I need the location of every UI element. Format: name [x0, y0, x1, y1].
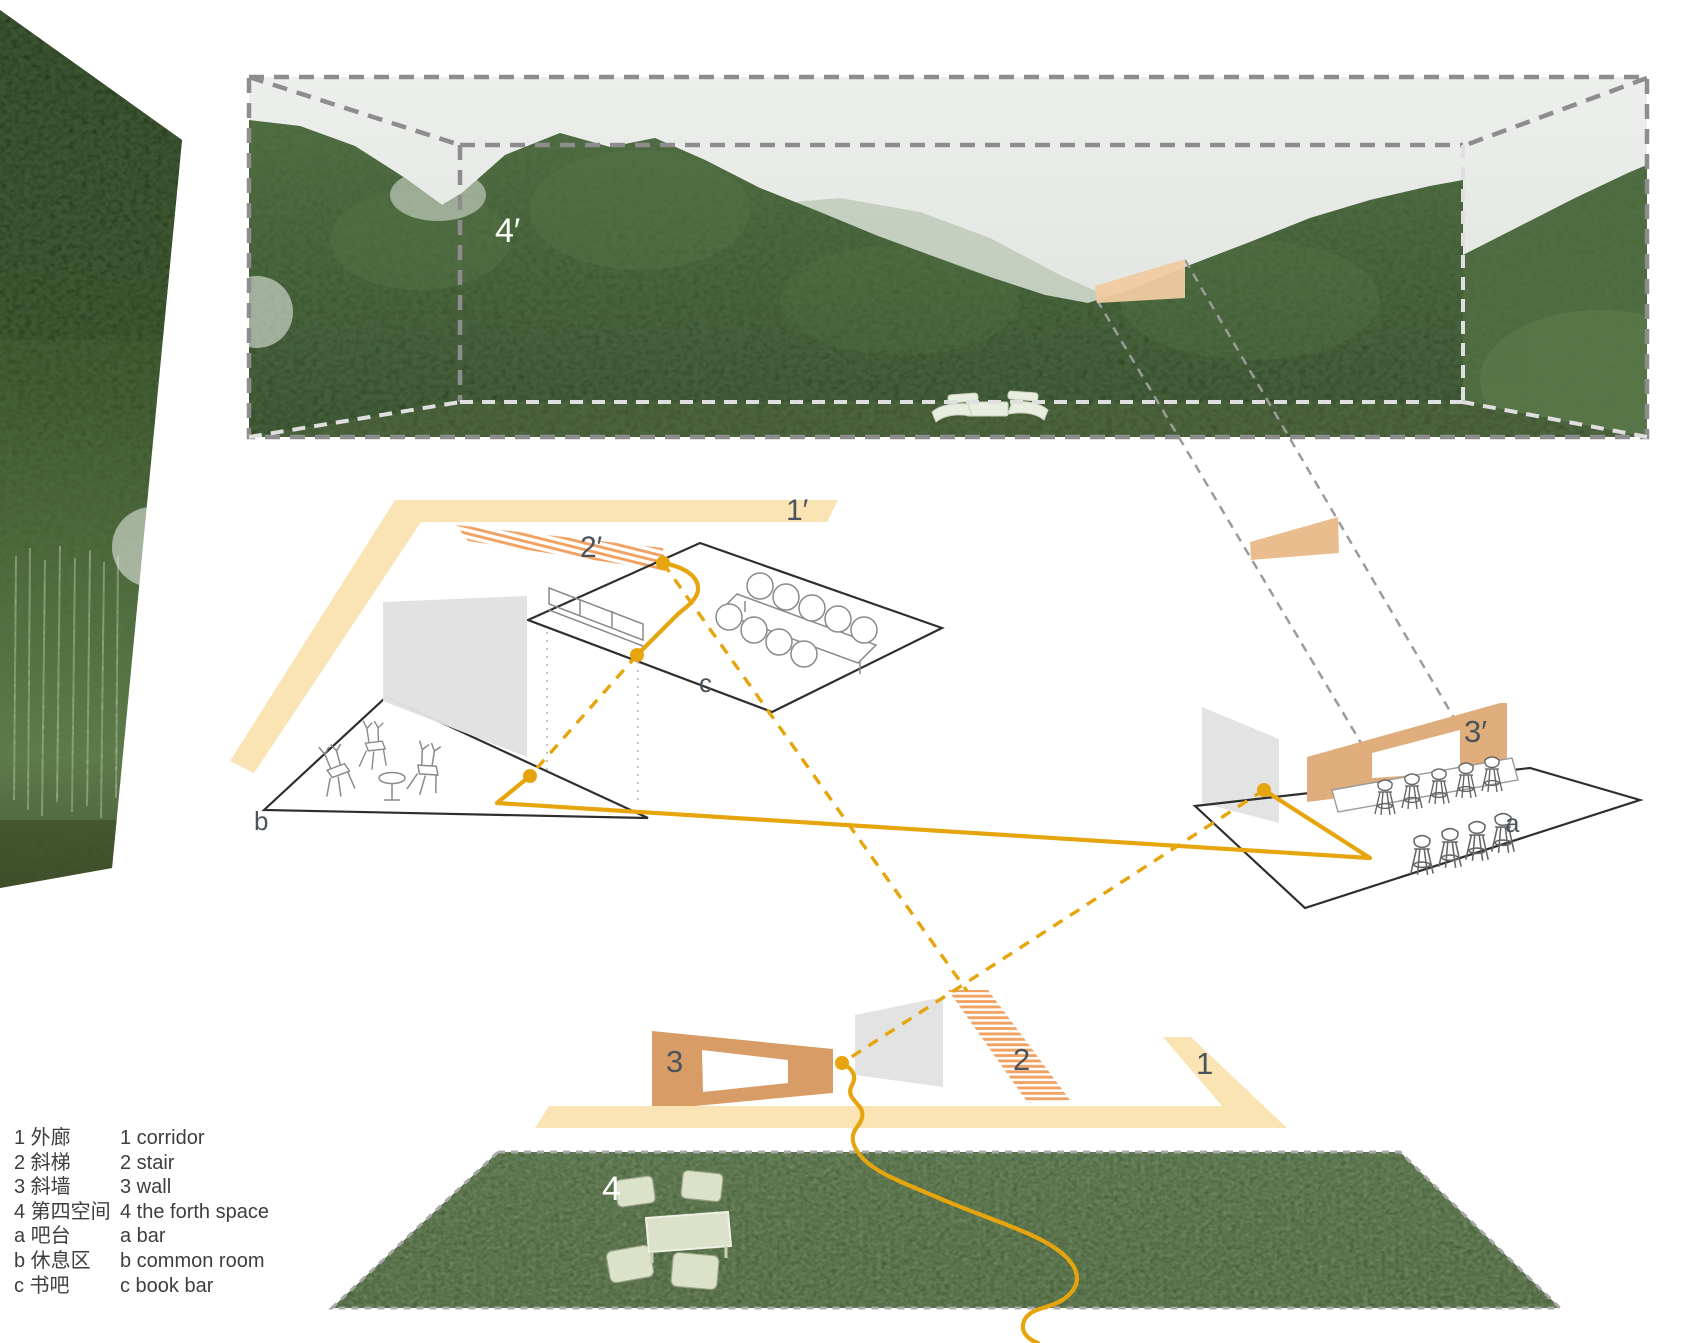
lawn-4	[328, 1150, 1564, 1310]
legend-zh: 1 外廊	[14, 1127, 71, 1149]
legend-zh: b 休息区	[14, 1249, 91, 1272]
label-corridor-1prime: 1′	[786, 494, 809, 527]
left-photo-strip	[0, 10, 192, 888]
legend-en: 2 stair	[120, 1151, 175, 1174]
wall-wedge-in-photo	[1095, 259, 1185, 303]
label-platform-a: a	[1505, 808, 1520, 838]
lens-flare-circle	[221, 276, 293, 348]
gray-wall-panel-bottom	[855, 997, 943, 1087]
label-stair-2prime: 2′	[580, 531, 603, 564]
legend-en: b common room	[120, 1249, 265, 1272]
path-nodes	[523, 556, 1271, 1070]
box-frame-dashed	[246, 74, 1650, 440]
label-space-4prime: 4′	[495, 212, 521, 250]
stair-2-hatch	[948, 990, 1070, 1103]
panorama-box	[221, 74, 1650, 440]
corridor-1prime-band	[230, 500, 838, 773]
corridor-1-band	[535, 1037, 1287, 1128]
legend-zh: 3 斜墙	[14, 1176, 71, 1199]
label-platform-c: c	[699, 668, 712, 698]
legend-en: 1 corridor	[120, 1127, 205, 1149]
platform-b-common-room	[261, 695, 649, 820]
stair-2prime-hatch	[456, 525, 666, 571]
projection-lines	[1095, 259, 1459, 754]
lawn-furniture-sketch	[605, 1169, 733, 1291]
label-wall-3: 3	[666, 1044, 684, 1079]
label-corridor-1: 1	[1196, 1046, 1214, 1081]
legend-zh: 4 第四空间	[14, 1200, 111, 1223]
label-stair-2: 2	[1013, 1042, 1031, 1077]
balcony-rail-sketch	[548, 586, 644, 647]
legend-en: 4 the forth space	[120, 1200, 269, 1223]
legend: 1 外廊 1 corridor 2 斜梯 2 stair 3 斜墙 3 wall 4 …	[14, 1126, 269, 1298]
lens-flare-circle	[112, 507, 192, 587]
legend-zh: a 吧台	[14, 1225, 71, 1248]
label-wall-3prime: 3′	[1464, 714, 1488, 749]
legend-en: a bar	[120, 1225, 166, 1248]
label-lawn-4: 4	[602, 1170, 621, 1208]
mountain-photo	[249, 77, 1647, 437]
platform-c-book-bar	[525, 541, 945, 802]
legend-en: c book bar	[120, 1274, 214, 1297]
wall-wedge-middle	[1250, 517, 1339, 560]
label-platform-b: b	[254, 806, 269, 836]
legend-zh: 2 斜梯	[14, 1151, 71, 1174]
gray-wall-panel-middle	[383, 596, 527, 757]
legend-en: 3 wall	[120, 1176, 172, 1199]
circulation-path	[494, 556, 1373, 1343]
wall-3	[652, 1031, 833, 1110]
round-stools-sketch	[715, 572, 878, 668]
legend-zh: c 书吧	[14, 1274, 70, 1297]
lounge-chairs-sketch	[317, 719, 450, 801]
